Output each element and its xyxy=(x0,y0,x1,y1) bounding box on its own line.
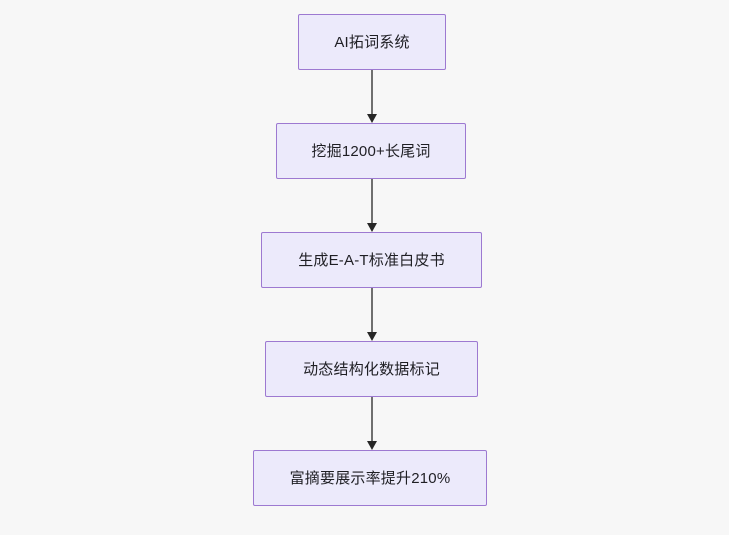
flow-edge-2 xyxy=(366,179,378,232)
flow-edge-4 xyxy=(366,397,378,450)
flow-node-rich-snippet-uplift[interactable]: 富摘要展示率提升210% xyxy=(253,450,487,506)
edge-line xyxy=(371,397,373,442)
flow-edge-1 xyxy=(366,70,378,123)
arrowhead-icon xyxy=(367,332,377,341)
arrowhead-icon xyxy=(367,223,377,232)
flow-node-generate-eat-whitepaper[interactable]: 生成E-A-T标准白皮书 xyxy=(261,232,482,288)
edge-line xyxy=(371,179,373,224)
arrowhead-icon xyxy=(367,114,377,123)
flow-node-dynamic-structured-data[interactable]: 动态结构化数据标记 xyxy=(265,341,478,397)
flow-node-label: 挖掘1200+长尾词 xyxy=(311,142,431,160)
edge-line xyxy=(371,70,373,115)
flow-node-label: 富摘要展示率提升210% xyxy=(289,469,451,487)
flow-node-label: 动态结构化数据标记 xyxy=(303,360,440,378)
flow-node-label: 生成E-A-T标准白皮书 xyxy=(298,251,445,269)
flow-node-ai-keyword-system[interactable]: AI拓词系统 xyxy=(298,14,446,70)
flow-node-mine-longtail-keywords[interactable]: 挖掘1200+长尾词 xyxy=(276,123,466,179)
arrowhead-icon xyxy=(367,441,377,450)
flow-node-label: AI拓词系统 xyxy=(334,33,410,51)
flow-edge-3 xyxy=(366,288,378,341)
edge-line xyxy=(371,288,373,333)
